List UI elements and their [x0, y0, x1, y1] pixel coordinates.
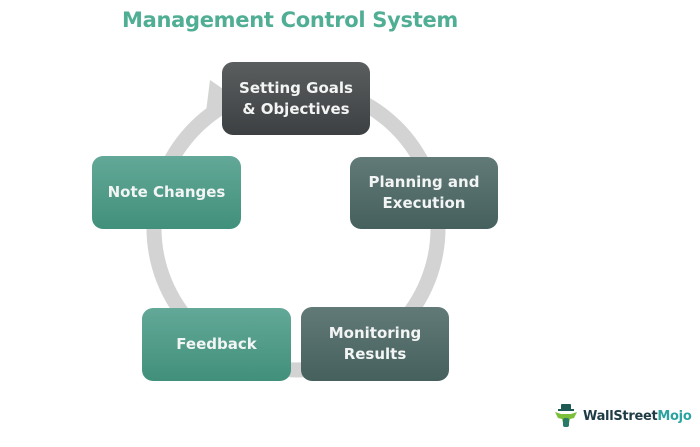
step-planning-execution: Planning and Execution	[350, 157, 498, 229]
bull-icon	[555, 404, 577, 427]
step-label: Feedback	[176, 335, 257, 353]
wallstreetmojo-logo: WallStreetMojo	[553, 403, 692, 429]
arrow-head-icon	[206, 80, 232, 112]
step-setting-goals: Setting Goals & Objectives	[222, 62, 370, 135]
step-note-changes: Note Changes	[92, 156, 241, 229]
step-label: Results	[343, 345, 407, 363]
step-monitoring-results: Monitoring Results	[301, 307, 449, 381]
step-label: Note Changes	[107, 183, 226, 201]
logo-text-mojo: Mojo	[657, 408, 692, 424]
diagram-title: Management Control System	[122, 8, 458, 32]
logo-text-wallstreet: WallStreet	[583, 408, 658, 424]
step-label: Setting Goals	[239, 78, 353, 97]
step-label: & Objectives	[242, 99, 350, 118]
step-label: Monitoring	[328, 324, 422, 342]
step-feedback: Feedback	[142, 308, 291, 381]
step-label: Planning and	[368, 173, 480, 191]
step-label: Execution	[382, 194, 466, 212]
